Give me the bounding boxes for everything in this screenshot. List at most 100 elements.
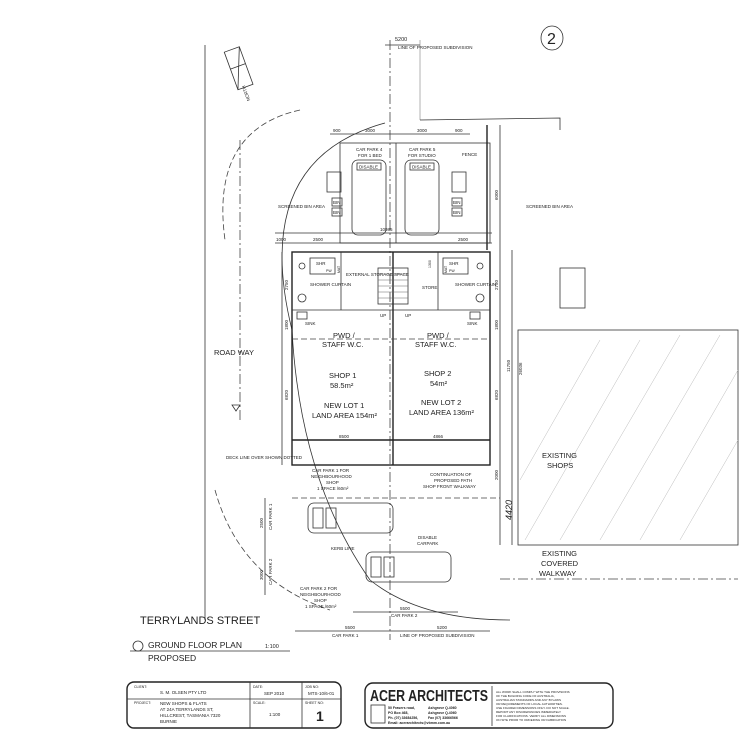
title-block-date: SEP 2010	[264, 691, 285, 696]
top-dims-0: 900	[333, 128, 341, 133]
architect-notes-7: ON SITE PRIOR TO ORDERING OR FABRICATION	[496, 718, 566, 722]
architect-notes-0: ALL WORK SHALL COMPLY WITH THE PROVISION…	[496, 690, 570, 694]
car-park-5: CAR PARK 5 FOR STUDIO DISABLE	[404, 147, 440, 236]
rooms-sink: SINK	[305, 321, 316, 326]
architect-notes-1: OF THE BUILDING CODE OF AUSTRALIA,	[496, 694, 555, 698]
car-icon	[404, 159, 440, 236]
continuation-note-0: CONTINUATION OF	[430, 472, 472, 477]
rooms-shower-curtain: SHOWER CURTAIN	[310, 282, 351, 287]
plan-title: GROUND FLOOR PLAN	[148, 640, 242, 650]
vertical-dims-right-4: 26036	[518, 362, 523, 375]
car-park-2-note-2: SHOP	[314, 598, 327, 603]
car-park-2-note-3: 1 SPACE /60m²	[305, 604, 337, 609]
vertical-dims-right-3: 11750	[506, 359, 511, 372]
shops-0-area: 58.5m²	[330, 381, 354, 390]
vertical-dims-right-0: 6000	[494, 189, 499, 200]
amenities-shop-1: SHR PW MAT SHOWER CURTAIN EXTERNAL STORA…	[296, 252, 409, 326]
north-arrow-icon: NORTH	[223, 46, 254, 102]
crest-icon	[370, 704, 386, 724]
title-block-job-label: JOB NO:	[305, 685, 319, 689]
architect-notes-5: REPORT ANY DISCREPANCIES IMMEDIATELY	[496, 710, 561, 714]
bin-label: BIN	[333, 210, 341, 215]
existing-shops: EXISTING SHOPS	[517, 267, 739, 546]
staff-wc-label-1: STAFF W.C.	[322, 340, 364, 349]
bottom-dims-0-value: 5500	[400, 606, 411, 611]
width-dim: 10985	[380, 227, 393, 232]
sheet-mark: 2	[540, 25, 564, 51]
architect-logo-text: ACER ARCHITECTS	[370, 688, 488, 705]
continuation-note: CONTINUATION OF PROPOSED PATH SHOP FRONT…	[423, 472, 476, 489]
top-dims-1: 3000	[365, 128, 376, 133]
bottom-dims-2-value: 5200	[437, 625, 448, 630]
deck-line-note: DECK LINE OVER SHOWN DOTTED	[226, 455, 303, 460]
architect-notes-2: AUSTRALIAN STANDARDS AND ANY BYLAWS	[496, 698, 561, 702]
section-marker-icon	[132, 640, 144, 652]
top-dims: 900 3000 3000 900	[330, 128, 470, 135]
rooms-sink: SINK	[467, 321, 478, 326]
plan-subtitle: PROPOSED	[148, 653, 196, 663]
disable-carpark-0: DISABLE	[418, 535, 437, 540]
vertical-dims-left-2: 6820	[284, 389, 289, 400]
up-label: UP	[405, 313, 411, 318]
shops-0-lot: NEW LOT 1	[324, 401, 364, 410]
existing-walkway-0: EXISTING	[542, 549, 577, 558]
fence-label: FENCE	[462, 152, 477, 157]
architect-notes-3: OR REQUIREMENTS OF LOCAL AUTHORITIES.	[496, 702, 563, 706]
car-park-2-note: CAR PARK 2 FOR NEIGHBOURHOOD SHOP 1 SPAC…	[300, 586, 342, 609]
title-block-project-2: HILLCREST, TASMANIA 7320	[160, 713, 221, 718]
row-dims-2: 2500	[458, 237, 469, 242]
shops-1-name: SHOP 2	[424, 369, 451, 378]
shops-0-land: LAND AREA 154m²	[312, 411, 378, 420]
shops-1-land: LAND AREA 136m²	[409, 408, 475, 417]
car-park-side-labels-1: CAR PARK 2	[268, 558, 273, 585]
row-dims-1: 2500	[313, 237, 324, 242]
existing-walkway-2: WALKWAY	[539, 569, 576, 578]
row-dims-0: 1000	[276, 237, 287, 242]
shops-1-width: 4866	[433, 434, 444, 439]
plan-scale: 1:100	[265, 644, 279, 650]
title-block-project-label: PROJECT:	[134, 701, 151, 705]
car-park-1-note-1: NEIGHBOURHOOD	[311, 474, 353, 479]
car-park-1-car	[307, 502, 394, 534]
architect-address-1: PO Box 468,	[388, 711, 408, 715]
shop-1: SHOP 1 58.5m² NEW LOT 1 LAND AREA 154m² …	[312, 371, 378, 439]
bin-label: BIN	[333, 200, 341, 205]
car-park-1-note-0: CAR PARK 1 FOR	[312, 468, 350, 473]
mat-label-1: MAT	[337, 265, 341, 273]
rooms-shower-curtain: SHOWER CURTAIN	[455, 282, 496, 287]
bottom-dims-2-label: LINE OF PROPOSED SUBDIVISION	[400, 633, 475, 638]
architect-address-right-2: Fax (07) 33666566	[428, 716, 458, 720]
architect-address-right-0: Ashgrove Q.4060	[428, 706, 457, 710]
car-parks-top-0-label-1: CAR PARK 4	[356, 147, 383, 152]
rooms-shr: SHR	[316, 261, 326, 266]
sheet-number: 1	[316, 708, 324, 724]
title-block-project-1: AT 24A TERRYLANDS ST,	[160, 707, 213, 712]
handwritten-dimension: 4420	[504, 500, 514, 520]
continuation-note-2: SHOP FRONT WALKWAY	[423, 484, 476, 489]
car-park-1-note-2: SHOP	[326, 480, 339, 485]
car-parks-top-0-label-2: FOR 1 BED	[358, 153, 383, 158]
kerb-arc	[281, 122, 511, 621]
car-park-2-note-0: CAR PARK 2 FOR	[300, 586, 338, 591]
pw-label-2: PW	[449, 269, 455, 273]
stairs: UP UP	[377, 267, 411, 318]
top-dimension: 5200 LINE OF PROPOSED SUBDIVISION	[385, 37, 473, 50]
car-park-1-note-3: 1 SPACE /60m²	[317, 486, 349, 491]
shops-0-width: 8500	[339, 434, 350, 439]
title-block-sheet-label: SHEET NO:	[305, 701, 324, 705]
top-dims-3: 900	[455, 128, 463, 133]
car-park-side-dims-0: 2500	[259, 517, 264, 528]
shops-0-name: SHOP 1	[329, 371, 356, 380]
vertical-dims-right-1: 2750	[494, 279, 499, 290]
existing-walkway-1: COVERED	[541, 559, 579, 568]
title-block-job: MTS-10/6-01	[308, 691, 335, 696]
existing-shops-0: EXISTING	[542, 451, 577, 460]
existing-covered-walkway: EXISTING COVERED WALKWAY	[500, 549, 738, 580]
store-dim: 1300	[428, 260, 432, 268]
car-park-1-note: CAR PARK 1 FOR NEIGHBOURHOOD SHOP 1 SPAC…	[311, 468, 353, 491]
pw-label-1: PW	[326, 269, 332, 273]
up-label: UP	[380, 313, 386, 318]
rooms-store: STORE	[422, 285, 437, 290]
car-park-2-car	[365, 551, 452, 583]
